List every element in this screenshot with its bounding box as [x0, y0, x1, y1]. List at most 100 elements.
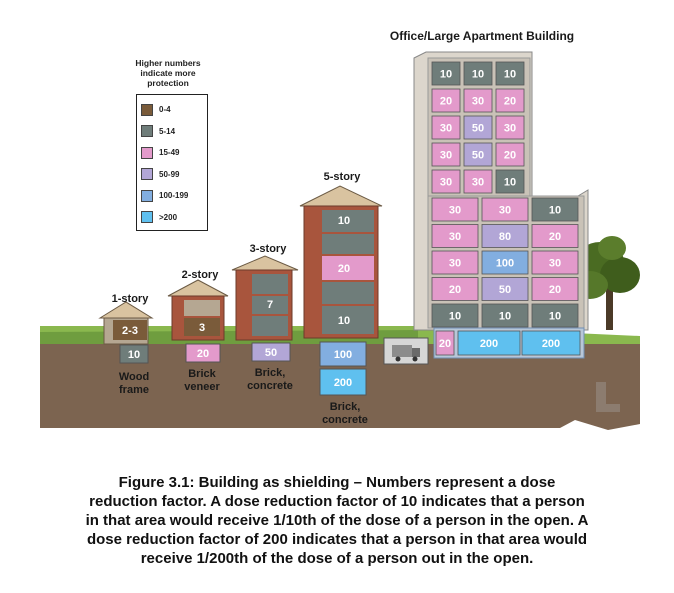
legend-label: 100-199 — [159, 191, 189, 201]
annex-cell — [481, 197, 529, 222]
basement-value: 200 — [480, 338, 498, 350]
house-3-basement-value: 50 — [265, 347, 277, 359]
garage-tunnel — [383, 337, 429, 365]
house-3-above-value: 7 — [267, 299, 273, 311]
house-5-basement-2-value: 200 — [334, 377, 352, 389]
house-5-caption-2: concrete — [322, 414, 368, 426]
tower-value: 30 — [504, 123, 516, 135]
annex-value: 10 — [549, 311, 561, 323]
logo-watermark — [596, 382, 620, 412]
annex-value: 10 — [499, 311, 511, 323]
annex-cell — [481, 224, 529, 248]
legend-item: 0-4 — [141, 99, 203, 121]
annex-value: 20 — [549, 231, 561, 243]
basement-cell — [435, 330, 455, 356]
legend-swatch — [141, 189, 153, 202]
annex-cell — [531, 197, 579, 222]
house-3-caption-2: concrete — [247, 380, 293, 392]
annex-cell — [431, 250, 479, 275]
house-5-mid-value: 20 — [338, 263, 350, 275]
house-1-caption-1: Wood — [119, 371, 149, 383]
basement-cell — [521, 330, 581, 356]
tower-cell — [463, 88, 493, 113]
basement-value: 200 — [542, 338, 560, 350]
house-2-caption-1: Brick — [188, 368, 216, 380]
figure-caption: Figure 3.1: Building as shielding – Numb… — [24, 473, 650, 568]
legend-swatch — [141, 211, 153, 224]
legend-header-1: Higher numbers — [135, 58, 201, 68]
tower-value: 30 — [472, 177, 484, 189]
annex-cell — [431, 224, 479, 248]
house-2-title: 2-story — [182, 269, 220, 281]
house-5-low-value: 10 — [338, 315, 350, 327]
legend-box: 0-4 5-14 15-49 50-99 100-199 >200 — [136, 94, 208, 231]
caption-line: dose reduction factor of 200 indicates t… — [86, 531, 588, 548]
annex-value: 80 — [499, 231, 511, 243]
legend-item: 100-199 — [141, 185, 203, 207]
house-3-title: 3-story — [250, 243, 288, 255]
basement-cell — [457, 330, 521, 356]
annex-cell — [531, 250, 579, 275]
house-2-story: 3 20 — [167, 279, 229, 363]
annex-value: 20 — [449, 284, 461, 296]
tower-cell — [495, 61, 525, 86]
house-2-above-value: 3 — [199, 322, 205, 334]
annex-cell — [431, 277, 479, 301]
annex-value: 10 — [549, 205, 561, 217]
annex-value: 30 — [449, 231, 461, 243]
tower-value: 20 — [504, 150, 516, 162]
legend-item: >200 — [141, 207, 203, 229]
tower-cell — [495, 169, 525, 194]
tower-cell — [431, 61, 461, 86]
tower-cell — [463, 115, 493, 140]
tower-cell — [463, 169, 493, 194]
tower-value: 30 — [440, 123, 452, 135]
legend-label: >200 — [159, 212, 178, 222]
legend-swatch — [141, 103, 153, 116]
house-1-above-value: 2-3 — [122, 325, 138, 337]
caption-line: in that area would receive 1/10th of the… — [85, 512, 589, 529]
tower-value: 50 — [472, 123, 484, 135]
caption-line: receive 1/200th of the dose of a person … — [140, 550, 534, 567]
annex-value: 20 — [549, 284, 561, 296]
house-5-top-value: 10 — [338, 215, 350, 227]
house-3-caption-1: Brick, — [255, 367, 286, 379]
annex-cell — [481, 303, 529, 328]
legend-label: 15-49 — [159, 148, 180, 158]
house-1-title: 1-story — [112, 293, 150, 305]
tower-value: 20 — [440, 96, 452, 108]
tower-cell — [431, 115, 461, 140]
house-5-caption-1: Brick, — [330, 401, 361, 413]
house-5-story: 10 20 10 100 200 — [299, 185, 383, 396]
house-5-title: 5-story — [324, 171, 362, 183]
tower-cell — [495, 142, 525, 167]
legend-label: 5-14 — [159, 126, 176, 136]
annex-cell — [531, 303, 579, 328]
annex-cell — [531, 224, 579, 248]
annex-value: 30 — [499, 205, 511, 217]
basement-cells: 20 200 200 — [435, 330, 581, 356]
annex-value: 50 — [499, 284, 511, 296]
legend-item: 15-49 — [141, 142, 203, 164]
legend-swatch — [141, 168, 153, 181]
legend-item: 5-14 — [141, 121, 203, 143]
basement-value: 20 — [439, 338, 451, 350]
legend: Higher numbers indicate more protection … — [124, 58, 212, 231]
tower-cell — [431, 88, 461, 113]
legend-swatch — [141, 146, 153, 159]
tower-cell — [431, 169, 461, 194]
tower-value: 30 — [440, 177, 452, 189]
house-3-story: 7 50 — [231, 255, 299, 362]
legend-item: 50-99 — [141, 164, 203, 186]
annex-value: 30 — [549, 258, 561, 270]
annex-cell — [531, 277, 579, 301]
tower-cell — [495, 88, 525, 113]
annex-value: 100 — [496, 258, 514, 270]
tower-value: 30 — [472, 96, 484, 108]
annex-value: 10 — [449, 311, 461, 323]
caption-line: reduction factor. A dose reduction facto… — [89, 493, 585, 510]
annex-cell — [481, 250, 529, 275]
legend-swatch — [141, 125, 153, 138]
